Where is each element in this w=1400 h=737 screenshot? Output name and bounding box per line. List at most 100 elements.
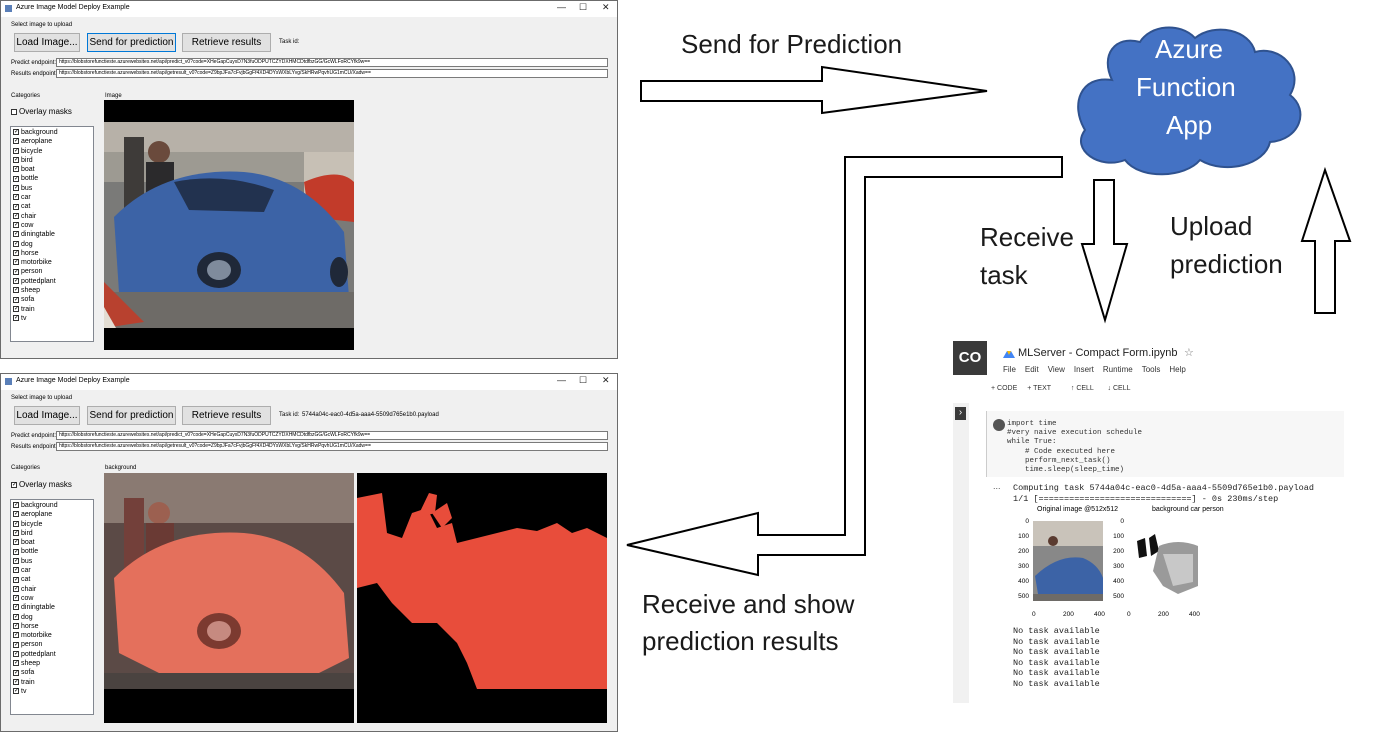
overlay-masks-checkbox[interactable]: Overlay masks — [11, 107, 72, 116]
category-item[interactable]: ✓diningtable — [13, 230, 93, 239]
menu-item[interactable]: Edit — [1024, 365, 1039, 374]
category-item[interactable]: ✓bus — [13, 184, 93, 193]
category-item[interactable]: ✓train — [13, 305, 93, 314]
menu-item[interactable]: Insert — [1073, 365, 1094, 374]
menu-item[interactable]: Runtime — [1102, 365, 1133, 374]
menu-item[interactable]: Tools — [1141, 365, 1161, 374]
category-item[interactable]: ✓person — [13, 640, 93, 649]
category-item-label: bicycle — [21, 520, 43, 528]
send-for-prediction-button[interactable]: Send for prediction — [87, 406, 176, 425]
retrieve-results-button[interactable]: Retrieve results — [182, 33, 271, 52]
category-item[interactable]: ✓car — [13, 193, 93, 202]
no-task-line: No task available — [1013, 657, 1100, 668]
add-text-button[interactable]: + TEXT — [1027, 385, 1051, 392]
category-item[interactable]: ✓bicycle — [13, 520, 93, 529]
category-item[interactable]: ✓sofa — [13, 295, 93, 304]
category-item[interactable]: ✓motorbike — [13, 258, 93, 267]
category-item[interactable]: ✓horse — [13, 622, 93, 631]
run-cell-button[interactable] — [993, 419, 1005, 431]
category-item[interactable]: ✓cow — [13, 594, 93, 603]
category-item[interactable]: ✓sofa — [13, 668, 93, 677]
category-item[interactable]: ✓sheep — [13, 286, 93, 295]
upload-prediction-label-2: prediction — [1170, 249, 1283, 279]
category-item[interactable]: ✓train — [13, 678, 93, 687]
load-image-button[interactable]: Load Image... — [14, 33, 80, 52]
checkbox-checked-icon: ✓ — [13, 166, 20, 173]
cell-up-button[interactable]: ↑ CELL — [1070, 385, 1094, 392]
category-item[interactable]: ✓tv — [13, 687, 93, 696]
predict-endpoint-field[interactable]: https://blobstorefunctieste.azurewebsite… — [56, 58, 608, 67]
output-progress: 1/1 [==============================] - 0… — [1013, 494, 1279, 504]
category-item[interactable]: ✓chair — [13, 585, 93, 594]
close-icon[interactable]: ✕ — [602, 2, 610, 12]
output-ellipsis[interactable]: ... — [993, 481, 1001, 491]
category-item[interactable]: ✓bird — [13, 529, 93, 538]
star-icon[interactable]: ☆ — [1184, 347, 1194, 359]
category-list[interactable]: ✓background✓aeroplane✓bicycle✓bird✓boat✓… — [10, 126, 94, 342]
category-item[interactable]: ✓bicycle — [13, 147, 93, 156]
category-item[interactable]: ✓cat — [13, 202, 93, 211]
category-item[interactable]: ✓car — [13, 566, 93, 575]
category-item-label: cow — [21, 594, 34, 602]
category-item[interactable]: ✓background — [13, 128, 93, 137]
results-endpoint-field[interactable]: https://blobstorefunctieste.azurewebsite… — [56, 442, 608, 451]
upload-arrow — [1300, 166, 1352, 314]
maximize-icon[interactable]: ☐ — [579, 375, 588, 385]
predict-endpoint-field[interactable]: https://blobstorefunctieste.azurewebsite… — [56, 431, 608, 440]
category-item[interactable]: ✓sheep — [13, 659, 93, 668]
minimize-icon[interactable]: — — [557, 375, 566, 385]
category-item[interactable]: ✓dog — [13, 240, 93, 249]
colab-logo[interactable]: CO — [953, 341, 987, 375]
category-item[interactable]: ✓motorbike — [13, 631, 93, 640]
category-item[interactable]: ✓pottedplant — [13, 277, 93, 286]
category-item[interactable]: ✓person — [13, 267, 93, 276]
category-item[interactable]: ✓diningtable — [13, 603, 93, 612]
category-item[interactable]: ✓aeroplane — [13, 137, 93, 146]
category-item[interactable]: ✓boat — [13, 165, 93, 174]
close-icon[interactable]: ✕ — [602, 375, 610, 385]
category-item[interactable]: ✓boat — [13, 538, 93, 547]
category-item[interactable]: ✓pottedplant — [13, 650, 93, 659]
no-task-line: No task available — [1013, 678, 1100, 689]
cloud-line-3: App — [1166, 110, 1213, 140]
category-list[interactable]: ✓background✓aeroplane✓bicycle✓bird✓boat✓… — [10, 499, 94, 715]
code-line: # Code executed here — [1007, 447, 1116, 456]
send-for-prediction-button[interactable]: Send for prediction — [87, 33, 176, 52]
category-item[interactable]: ✓bus — [13, 557, 93, 566]
category-item-label: aeroplane — [21, 138, 53, 146]
category-item[interactable]: ✓aeroplane — [13, 510, 93, 519]
category-item[interactable]: ✓tv — [13, 314, 93, 323]
category-item[interactable]: ✓bird — [13, 156, 93, 165]
category-item[interactable]: ✓dog — [13, 613, 93, 622]
code-line: while True: — [1007, 438, 1057, 447]
checkbox-unchecked-icon — [11, 108, 17, 115]
menu-item[interactable]: Help — [1169, 365, 1186, 374]
category-item[interactable]: ✓horse — [13, 249, 93, 258]
prediction-mask — [357, 473, 607, 689]
sidebar-toggle[interactable]: › — [955, 407, 966, 420]
category-item[interactable]: ✓bottle — [13, 547, 93, 556]
category-item[interactable]: ✓chair — [13, 212, 93, 221]
cell-down-button[interactable]: ↓ CELL — [1107, 385, 1131, 392]
category-item[interactable]: ✓cat — [13, 575, 93, 584]
category-item[interactable]: ✓cow — [13, 221, 93, 230]
load-image-button[interactable]: Load Image... — [14, 406, 80, 425]
uploaded-photo — [104, 122, 354, 328]
results-endpoint-field[interactable]: https://blobstorefunctieste.azurewebsite… — [56, 69, 608, 78]
overlay-masks-checkbox[interactable]: ✓Overlay masks — [11, 480, 72, 489]
category-item[interactable]: ✓bottle — [13, 174, 93, 183]
maximize-icon[interactable]: ☐ — [579, 2, 588, 12]
menu-item[interactable]: View — [1047, 365, 1065, 374]
select-image-label: Select image to upload — [11, 22, 73, 28]
checkbox-checked-icon: ✓ — [13, 669, 20, 676]
category-item[interactable]: ✓background — [13, 501, 93, 510]
retrieve-results-button[interactable]: Retrieve results — [182, 406, 271, 425]
category-item-label: boat — [21, 166, 35, 174]
checkbox-checked-icon: ✓ — [13, 557, 20, 564]
minimize-icon[interactable]: — — [557, 2, 566, 12]
checkbox-checked-icon: ✓ — [13, 315, 20, 322]
menu-item[interactable]: File — [1003, 365, 1016, 374]
add-code-button[interactable]: + CODE — [991, 385, 1018, 392]
plot-original-title: Original image @512x512 — [1037, 506, 1119, 513]
notebook-title[interactable]: MLServer - Compact Form.ipynb — [1018, 347, 1178, 359]
